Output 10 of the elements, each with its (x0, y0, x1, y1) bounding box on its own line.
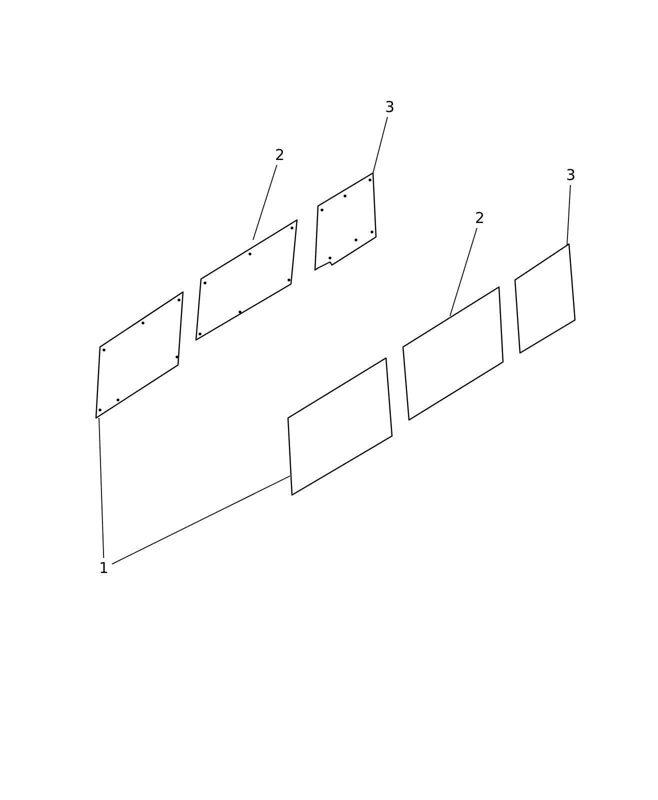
leader-line (112, 476, 290, 564)
callout-number: 3 (566, 167, 576, 183)
leader-line (566, 184, 571, 246)
callout-number: 2 (275, 147, 285, 163)
leader-line (98, 418, 104, 558)
leader-line (252, 164, 278, 240)
callout-number: 1 (99, 560, 109, 576)
callout-number: 2 (475, 210, 485, 226)
callout-number: 3 (385, 99, 395, 115)
leader-line (450, 228, 478, 316)
